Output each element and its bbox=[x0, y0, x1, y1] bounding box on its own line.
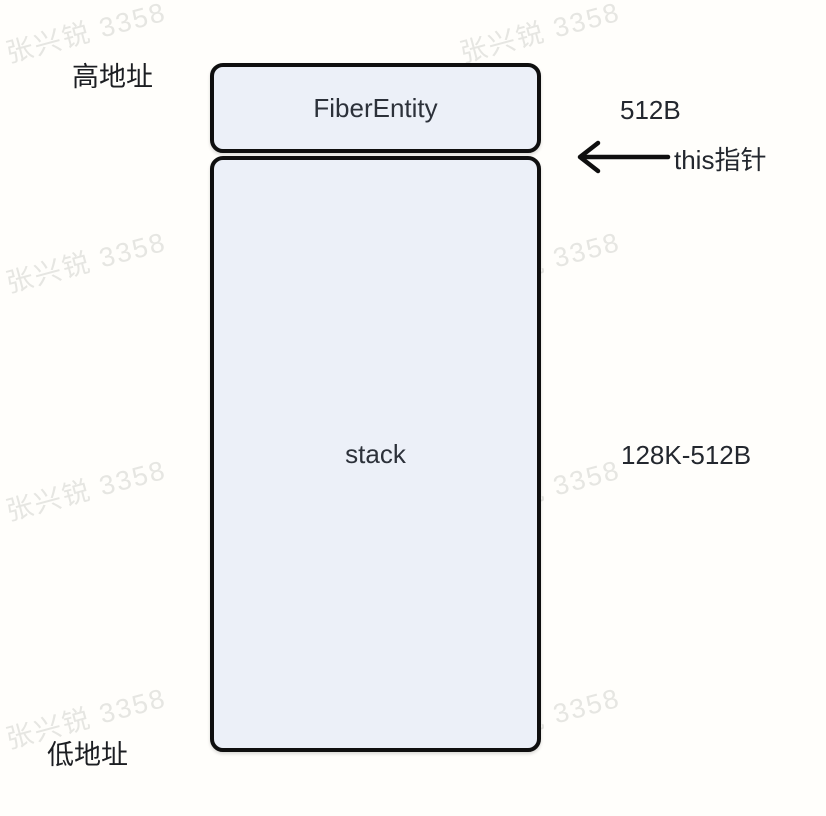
watermark: 张兴锐 3358 bbox=[2, 226, 170, 299]
low-address-label: 低地址 bbox=[47, 740, 128, 770]
left-arrow-icon bbox=[577, 140, 671, 174]
stack-size-label: 128K-512B bbox=[621, 440, 752, 470]
this-pointer-arrow bbox=[573, 139, 673, 175]
fiber-entity-box: FiberEntity bbox=[210, 63, 541, 153]
watermark: 张兴锐 3358 bbox=[456, 0, 624, 69]
stack-label: stack bbox=[345, 438, 406, 469]
fiber-size-label: 512B bbox=[620, 95, 681, 125]
watermark: 张兴锐 3358 bbox=[2, 454, 170, 527]
this-pointer-label: this指针 bbox=[674, 145, 767, 175]
fiber-entity-label: FiberEntity bbox=[313, 92, 438, 123]
high-address-label: 高地址 bbox=[72, 62, 153, 92]
stack-box: stack bbox=[210, 156, 541, 752]
